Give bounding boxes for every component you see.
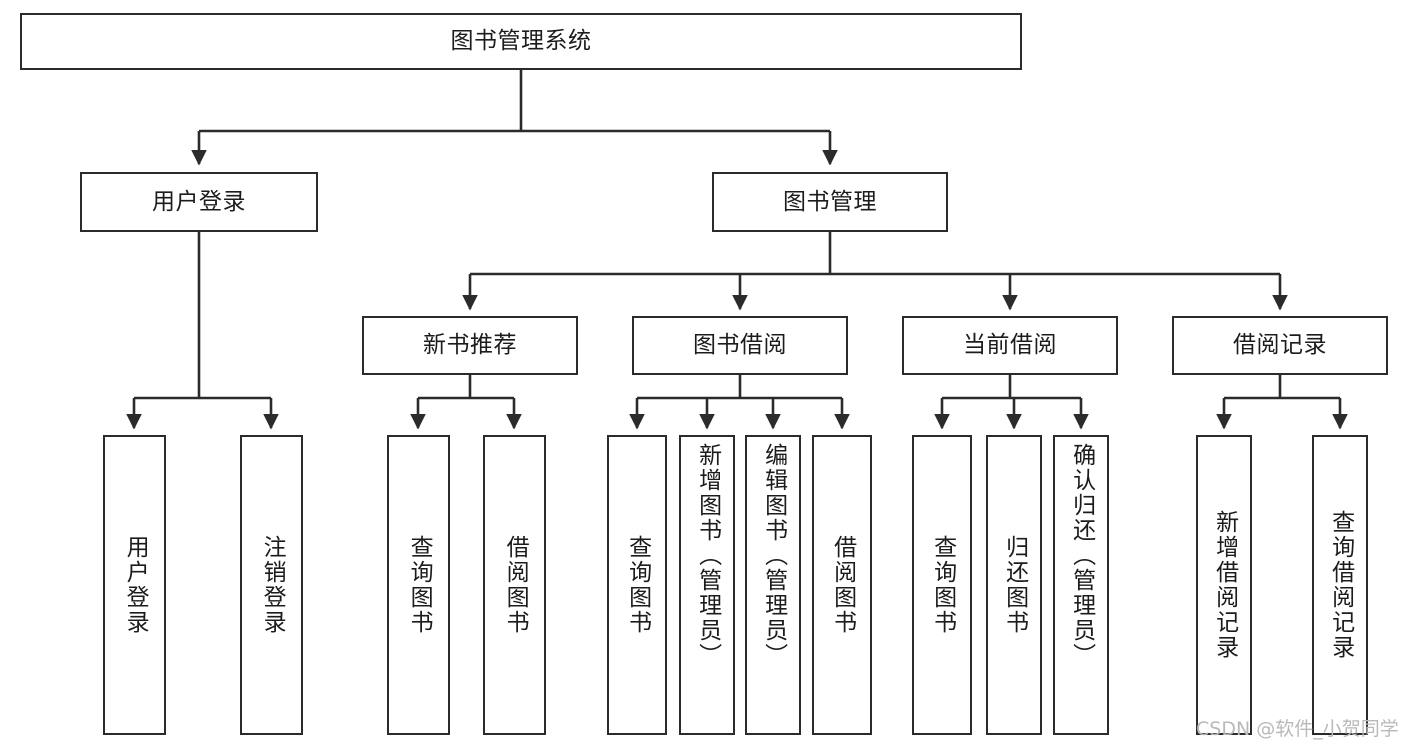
node-book-borrow[interactable]: 图书借阅 [632,316,848,375]
node-leaf-user-login-label: 用户登录 [122,535,149,635]
node-leaf-borrow-book-recommend-label: 借阅图书 [502,535,529,635]
node-borrow-record[interactable]: 借阅记录 [1172,316,1388,375]
node-root[interactable]: 图书管理系统 [20,13,1022,70]
node-leaf-query-book-borrow-label: 查询图书 [624,535,651,635]
node-leaf-query-borrow-record-label: 查询借阅记录 [1327,510,1354,660]
node-leaf-confirm-return-label: 确认归还（管理员） [1068,443,1095,668]
node-new-book-recommend[interactable]: 新书推荐 [362,316,578,375]
node-leaf-edit-book[interactable]: 编辑图书（管理员） [745,435,801,735]
node-leaf-add-book[interactable]: 新增图书（管理员） [679,435,735,735]
node-leaf-user-logout[interactable]: 注销登录 [240,435,303,735]
node-leaf-confirm-return[interactable]: 确认归还（管理员） [1053,435,1109,735]
node-leaf-borrow-book-label: 借阅图书 [829,535,856,635]
node-new-book-recommend-label: 新书推荐 [423,332,517,359]
node-leaf-edit-book-label: 编辑图书（管理员） [760,443,787,668]
node-leaf-return-book-label: 归还图书 [1001,535,1028,635]
node-leaf-add-borrow-record[interactable]: 新增借阅记录 [1196,435,1252,735]
node-leaf-query-book-current-label: 查询图书 [929,535,956,635]
node-book-borrow-label: 图书借阅 [693,332,787,359]
csdn-watermark: CSDN @软件_小贺同学 [1196,718,1399,740]
node-leaf-add-book-label: 新增图书（管理员） [694,443,721,668]
node-leaf-borrow-book[interactable]: 借阅图书 [812,435,872,735]
node-leaf-query-book-recommend-label: 查询图书 [406,535,433,635]
node-user-login-label: 用户登录 [152,188,246,215]
node-book-manage[interactable]: 图书管理 [712,172,948,232]
node-leaf-query-book-borrow[interactable]: 查询图书 [607,435,667,735]
node-borrow-record-label: 借阅记录 [1233,332,1327,359]
node-leaf-borrow-book-recommend[interactable]: 借阅图书 [483,435,546,735]
node-book-manage-label: 图书管理 [783,188,877,215]
node-current-borrow-label: 当前借阅 [963,332,1057,359]
node-root-label: 图书管理系统 [450,28,592,55]
node-current-borrow[interactable]: 当前借阅 [902,316,1118,375]
node-leaf-add-borrow-record-label: 新增借阅记录 [1211,510,1238,660]
node-leaf-query-book-current[interactable]: 查询图书 [912,435,972,735]
node-leaf-return-book[interactable]: 归还图书 [986,435,1042,735]
node-user-login[interactable]: 用户登录 [80,172,318,232]
node-leaf-user-logout-label: 注销登录 [259,535,286,635]
node-leaf-query-borrow-record[interactable]: 查询借阅记录 [1312,435,1368,735]
node-leaf-query-book-recommend[interactable]: 查询图书 [387,435,450,735]
node-leaf-user-login[interactable]: 用户登录 [103,435,166,735]
